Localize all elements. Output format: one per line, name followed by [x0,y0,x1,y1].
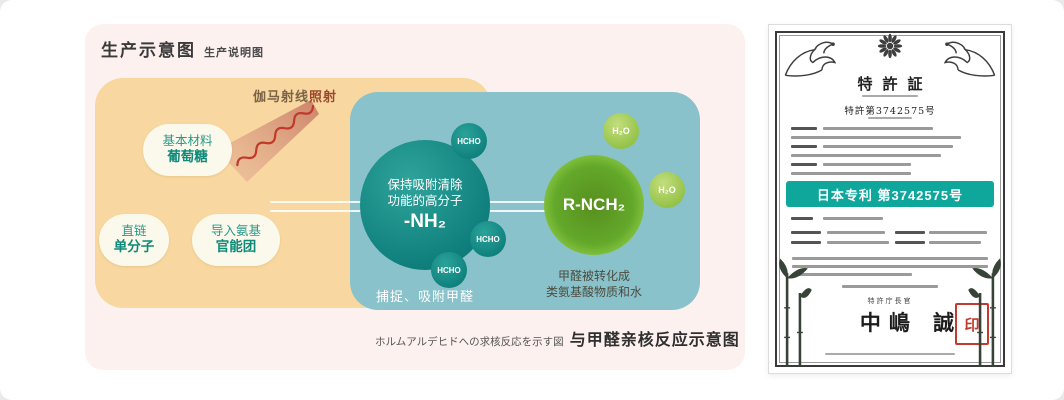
conversion-line: 类氨基酸物质和水 [545,285,642,300]
text-line [823,127,933,130]
text-line [791,163,817,166]
diagram-subtitle: 生产说明图 [204,47,264,59]
text-line [823,145,953,148]
h2o-bubble: H₂O [649,172,685,208]
conversion-line: 甲醛被转化成 [557,269,630,283]
amino-group-pill: 导入氨基 官能团 [192,214,280,266]
text-line [868,117,912,119]
glucose-pill: 基本材料 葡萄糖 [143,124,232,176]
polymer-text: 保持吸附清除 [387,177,463,192]
bottom-captions: ホルムアルデヒドへの求核反応を示す図与甲醛亲核反应示意图 [375,326,739,350]
pill-line: 导入氨基 [210,224,261,239]
gamma-ray-beam-icon [217,100,319,182]
hcho-label: HCHO [457,136,481,146]
text-line [842,285,938,288]
text-line [792,273,912,276]
certificate-title: 特許証 [857,75,933,93]
text-line [791,172,911,175]
product-circle: R-NCH₂ [544,155,644,255]
text-line [825,353,955,355]
hcho-bubble: HCHO [451,123,487,159]
hcho-bubble: HCHO [470,221,506,257]
text-line [823,163,911,166]
text-line [827,241,889,244]
gamma-label-part1: 伽马射线 [253,89,310,104]
caption-japanese: ホルムアルデヒドへの求核反応を示す図 [375,336,564,348]
pill-line: 官能团 [215,239,257,255]
capture-caption: 捕捉、吸附甲醛 [375,289,474,304]
text-line [791,136,961,139]
product-label: R-NCH₂ [562,195,626,214]
h2o-label: H₂O [658,185,676,195]
diagram-title: 生产示意图生产说明图 [101,36,264,61]
commissioner-signature: 中嶋 誠 [859,310,963,335]
polymer-text: 功能的高分子 [387,194,463,208]
caption-chinese: 与甲醛亲核反应示意图 [569,332,740,349]
certificate-patent-number: 特許第3742575号 [844,106,936,117]
chrysanthemum-crest-icon [877,33,903,59]
pill-line: 直链 [121,224,147,239]
patent-certificate: 特許証 特許第3742575号 日本专利 第3742575号 特許庁長官 中嶋 … [768,24,1012,374]
text-line [823,217,883,220]
connector-line [270,201,362,212]
text-line [862,95,918,97]
text-line [791,145,817,148]
phoenix-left-icon [784,41,837,77]
text-line [792,257,988,260]
pill-line: 葡萄糖 [167,149,208,165]
h2o-label: H₂O [612,126,630,136]
diagram-title-text: 生产示意图 [101,41,196,60]
gamma-label-part2: 照射 [309,89,338,104]
text-line [791,127,817,130]
hcho-label: HCHO [437,265,461,275]
text-line [792,265,988,268]
patent-office-commissioner-label: 特許庁長官 [867,298,913,305]
pill-line: 基本材料 [162,134,213,149]
gamma-ray-label: 伽马射线照射 [253,86,337,105]
text-line [791,217,813,220]
phoenix-right-icon [943,41,996,77]
h2o-bubble: H₂O [603,113,639,149]
text-line [827,231,885,234]
bamboo-left-icon [779,258,812,367]
conversion-caption: 甲醛被转化成 类氨基酸物质和水 [509,268,679,300]
red-seal-stamp: 印 [955,303,989,345]
text-line [895,231,925,234]
patent-banner: 日本专利 第3742575号 [786,181,994,207]
text-line [895,241,925,244]
text-line [929,231,987,234]
polymer-circle: 保持吸附清除 功能的高分子 -NH₂ [360,140,490,270]
hcho-label: HCHO [476,234,500,244]
text-line [791,231,821,234]
text-line [791,154,941,157]
seal-glyph: 印 [964,315,980,334]
production-diagram-panel: 生产示意图生产说明图 伽马射线照射 基本材料 葡萄糖 直链 单分子 [85,24,745,370]
text-line [791,241,821,244]
connector-line [490,201,548,212]
polymer-nh2-text: -NH₂ [403,211,447,233]
text-line [929,241,981,244]
pill-line: 单分子 [113,239,155,255]
hcho-bubble: HCHO [431,252,467,288]
monomer-pill: 直链 单分子 [99,214,169,266]
bamboo-right-icon [968,258,1001,367]
